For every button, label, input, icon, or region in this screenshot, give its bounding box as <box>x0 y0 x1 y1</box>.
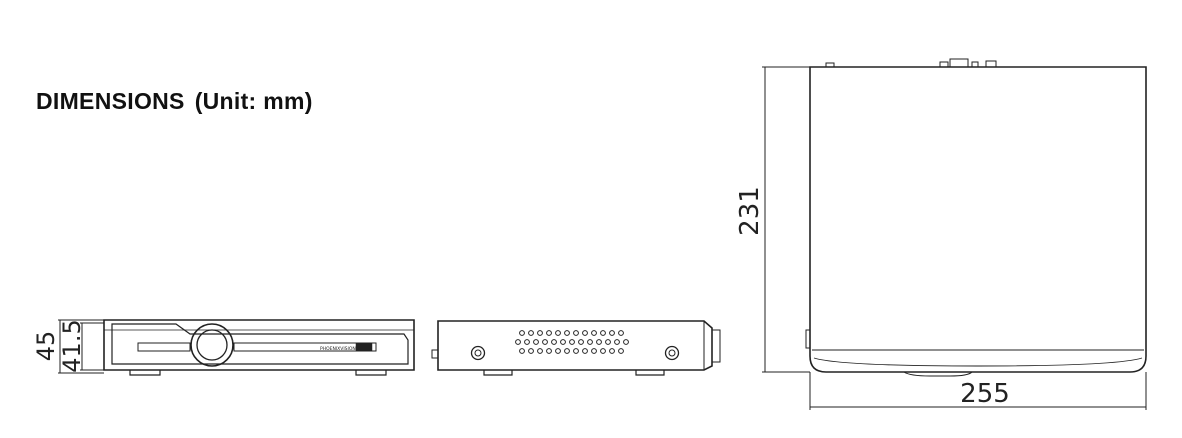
title-main: DIMENSIONS <box>36 88 185 114</box>
page-title: DIMENSIONS (Unit: mm) <box>36 88 313 115</box>
title-unit: (Unit: mm) <box>194 88 313 114</box>
side-view <box>431 320 721 376</box>
dim-height-outer: 45 <box>32 331 60 362</box>
dim-width: 255 <box>960 379 1010 409</box>
dim-height-inner: 41.5 <box>58 319 86 372</box>
front-view <box>58 319 415 376</box>
dim-depth: 231 <box>735 186 765 236</box>
top-view <box>762 58 1147 410</box>
front-brand-text: PHOENIXVISION <box>320 346 356 352</box>
